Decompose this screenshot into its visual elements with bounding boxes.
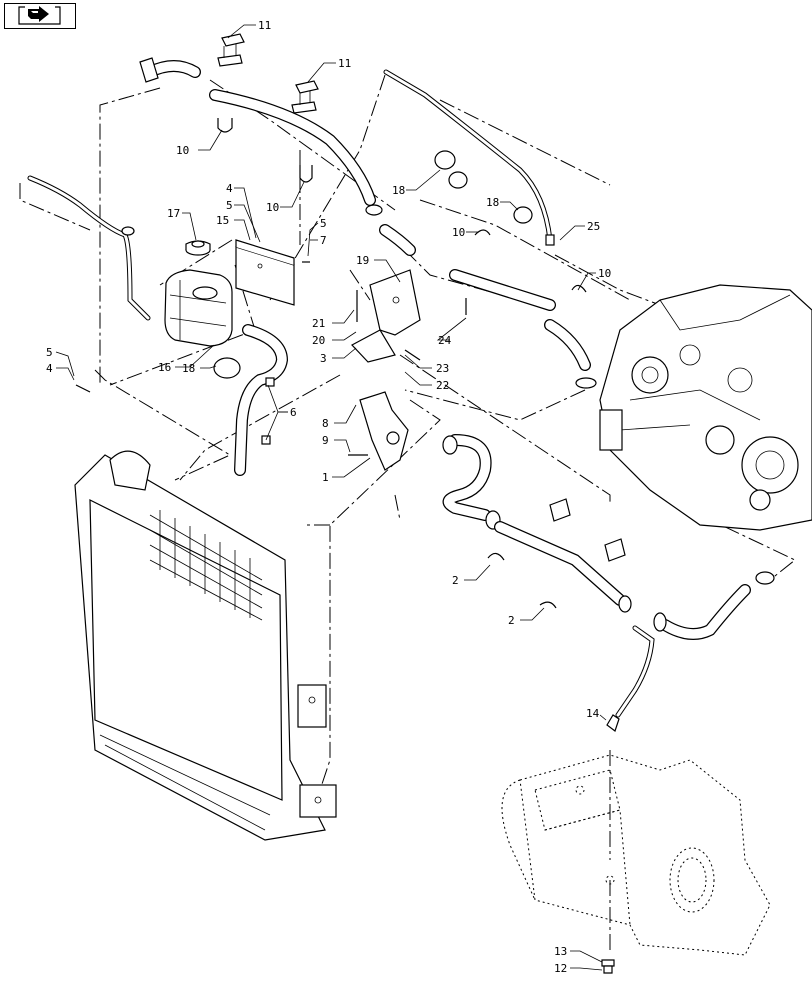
- callout-7: 7: [320, 234, 327, 247]
- callout-12: 12: [554, 962, 567, 975]
- tank-outlet-hose: [234, 324, 289, 476]
- tank-mount-bracket: [235, 239, 295, 306]
- callout-11: 11: [258, 19, 271, 32]
- callout-18: 18: [392, 184, 405, 197]
- callout-14: 14: [586, 707, 600, 720]
- u-bolt-clamps: [217, 118, 587, 609]
- callout-11: 11: [338, 57, 351, 70]
- mount-bracket-upper: [351, 269, 421, 363]
- callout-17: 17: [167, 207, 180, 220]
- hose-brackets: [217, 33, 319, 114]
- chassis-frame: [501, 754, 771, 956]
- callout-2: 2: [508, 614, 515, 627]
- upper-radiator-hose: [139, 57, 597, 389]
- pressure-cap: [185, 240, 211, 256]
- callout-22: 22: [436, 379, 449, 392]
- callout-20: 20: [312, 334, 325, 347]
- leader-lines: [55, 24, 607, 971]
- callout-5: 5: [226, 199, 233, 212]
- callout-10: 10: [266, 201, 279, 214]
- callout-23: 23: [436, 362, 449, 375]
- fasteners: [75, 261, 467, 393]
- callout-15: 15: [216, 214, 229, 227]
- radiator-core-fins: [149, 510, 263, 621]
- callout-21: 21: [312, 317, 325, 330]
- callout-19: 19: [356, 254, 369, 267]
- callout-1: 1: [322, 471, 329, 484]
- callout-10: 10: [598, 267, 611, 280]
- callout-3: 3: [320, 352, 327, 365]
- callout-labels: 11 11 10 10 10 10 17 4 5 15 5 7 18 18 18…: [46, 19, 611, 975]
- mount-bracket-lower: [348, 391, 409, 471]
- radiator: [74, 450, 337, 841]
- callout-10: 10: [176, 144, 189, 157]
- o-rings: [213, 150, 533, 379]
- lower-radiator-hoses: [442, 434, 775, 640]
- callout-18: 18: [182, 362, 195, 375]
- callout-5: 5: [320, 217, 327, 230]
- callout-4: 4: [226, 182, 233, 195]
- steel-vent-tube: [383, 69, 555, 246]
- callout-16: 16: [158, 361, 171, 374]
- expansion-tank: [164, 269, 233, 347]
- callout-10: 10: [452, 226, 465, 239]
- engine: [599, 284, 812, 531]
- callout-25: 25: [587, 220, 600, 233]
- callout-13: 13: [554, 945, 567, 958]
- callout-2: 2: [452, 574, 459, 587]
- callout-4: 4: [46, 362, 53, 375]
- callout-6: 6: [290, 406, 297, 419]
- drain-plug: [601, 959, 615, 974]
- forward-arrow-icon: [18, 6, 61, 25]
- callout-24: 24: [438, 334, 452, 347]
- overflow-hose: [27, 175, 151, 321]
- callout-5: 5: [46, 346, 53, 359]
- callout-18: 18: [486, 196, 499, 209]
- drain-tube: [606, 625, 655, 732]
- callout-9: 9: [322, 434, 329, 447]
- nav-forward-button[interactable]: [4, 3, 76, 29]
- callout-8: 8: [322, 417, 329, 430]
